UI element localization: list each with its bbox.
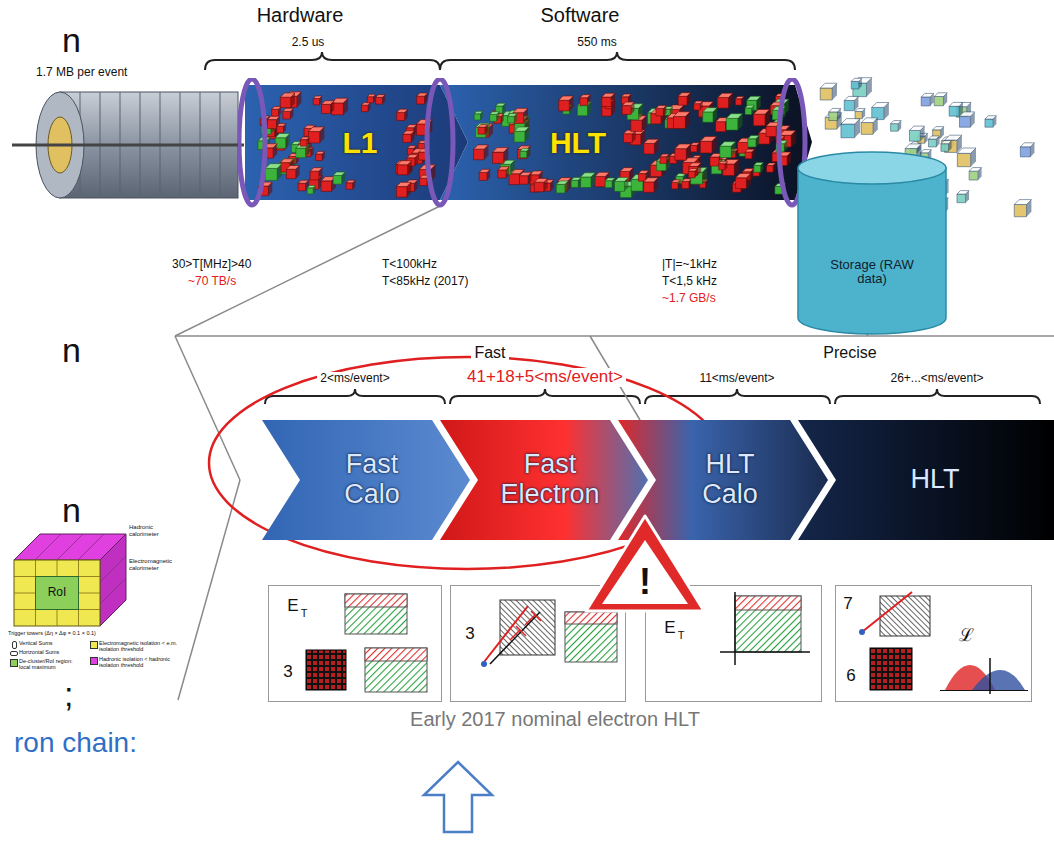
legend-symbol [12, 641, 17, 649]
trigger-stage: HLT [424, 78, 820, 212]
part-name: Electromagnetic calorimeter [129, 558, 173, 571]
callout-number: 6 [846, 667, 855, 686]
timing: 2<ms/event> [317, 372, 392, 385]
timing: 26+...<ms/event> [887, 372, 986, 385]
subscript: T [678, 629, 685, 641]
timing: 41+18+5<ms/event> [464, 368, 626, 387]
latency: 550 ms [577, 36, 616, 49]
caption: Early 2017 nominal electron HLT [410, 708, 700, 730]
rate: T<85kHz (2017) [382, 275, 468, 288]
rate: 30>T[MHz]>40 [172, 258, 251, 271]
rate: T<100kHz [382, 258, 437, 271]
section-heading: Software [541, 4, 620, 26]
timing: 11<ms/event> [696, 372, 777, 385]
variable-name: E [664, 619, 675, 638]
variable-name: E [287, 597, 298, 616]
roi-label: RoI [48, 586, 67, 599]
storage-cylinder-shape [795, 148, 949, 340]
stage-label: HLT [550, 126, 606, 159]
trigger-stage-shape [424, 78, 820, 212]
legend-swatch [90, 641, 98, 649]
stage-chevron: Fast Electron [440, 420, 648, 540]
storage-cylinder: Storage (RAW data) [795, 148, 949, 340]
trigger-stage: L1 [238, 78, 470, 212]
bandwidth: ~1.7 GB/s [662, 292, 716, 305]
brace [205, 52, 1040, 404]
slide-fragment: n [62, 332, 81, 369]
algorithm-box-shape [835, 585, 1032, 702]
stage-chevron: HLT [798, 420, 1054, 540]
section-heading: Hardware [257, 4, 344, 26]
slide-fragment: n [62, 22, 81, 59]
rate: |T|=~1kHz [662, 258, 717, 271]
legend-text: Hadronic isolation < hadronic isolation … [99, 656, 181, 668]
callout-number: 7 [843, 595, 852, 614]
stage-label: Fast Calo [322, 450, 422, 509]
stage-label: HLT Calo [680, 450, 780, 509]
algorithm-box: ET 3 [268, 585, 442, 702]
subscript: T [301, 607, 308, 619]
slide-fragment: ron chain: [14, 728, 137, 759]
detector-illustration [12, 92, 244, 198]
callout-number: 3 [465, 625, 474, 644]
note: Trigger towers (Δη × Δφ = 0.1 × 0.1) [8, 630, 96, 636]
stage-label: Fast Electron [485, 450, 615, 509]
rate: T<1,5 kHz [662, 275, 717, 288]
stage-label: HLT [910, 465, 959, 495]
warning-sign: ! [583, 512, 707, 614]
warning-mark: ! [639, 562, 651, 602]
legend-text: Electromagnetic isolation < e.m. isolati… [99, 640, 181, 652]
part-name: Hadronic calorimeter [129, 524, 173, 537]
roi-cube [14, 534, 126, 626]
latency: 2.5 us [292, 36, 325, 49]
event-size: 1.7 MB per event [36, 66, 127, 79]
stage-chevron: Fast Calo [262, 420, 470, 540]
section-heading: Precise [820, 344, 879, 362]
pointer-arrow [424, 762, 492, 832]
slide-fragment: n [62, 492, 81, 529]
storage-label: Storage (RAW data) [822, 258, 922, 287]
legend-text: Horizontal Sums [19, 649, 89, 655]
legend-swatch [10, 659, 18, 667]
likelihood-symbol: ℒ [959, 626, 974, 646]
legend-symbol [10, 651, 18, 656]
legend-swatch [90, 657, 98, 665]
bandwidth: ~70 TB/s [188, 275, 236, 288]
legend-text: De-cluster/RoI region: local maximum [19, 658, 83, 670]
callout-number: 3 [283, 663, 292, 682]
legend-text: Vertical Sums [19, 640, 89, 646]
algorithm-box: 7 6 ℒ [835, 585, 1032, 702]
stage-label: L1 [342, 126, 377, 159]
slide-fragment: ; [64, 676, 73, 713]
section-heading: Fast [471, 344, 508, 362]
